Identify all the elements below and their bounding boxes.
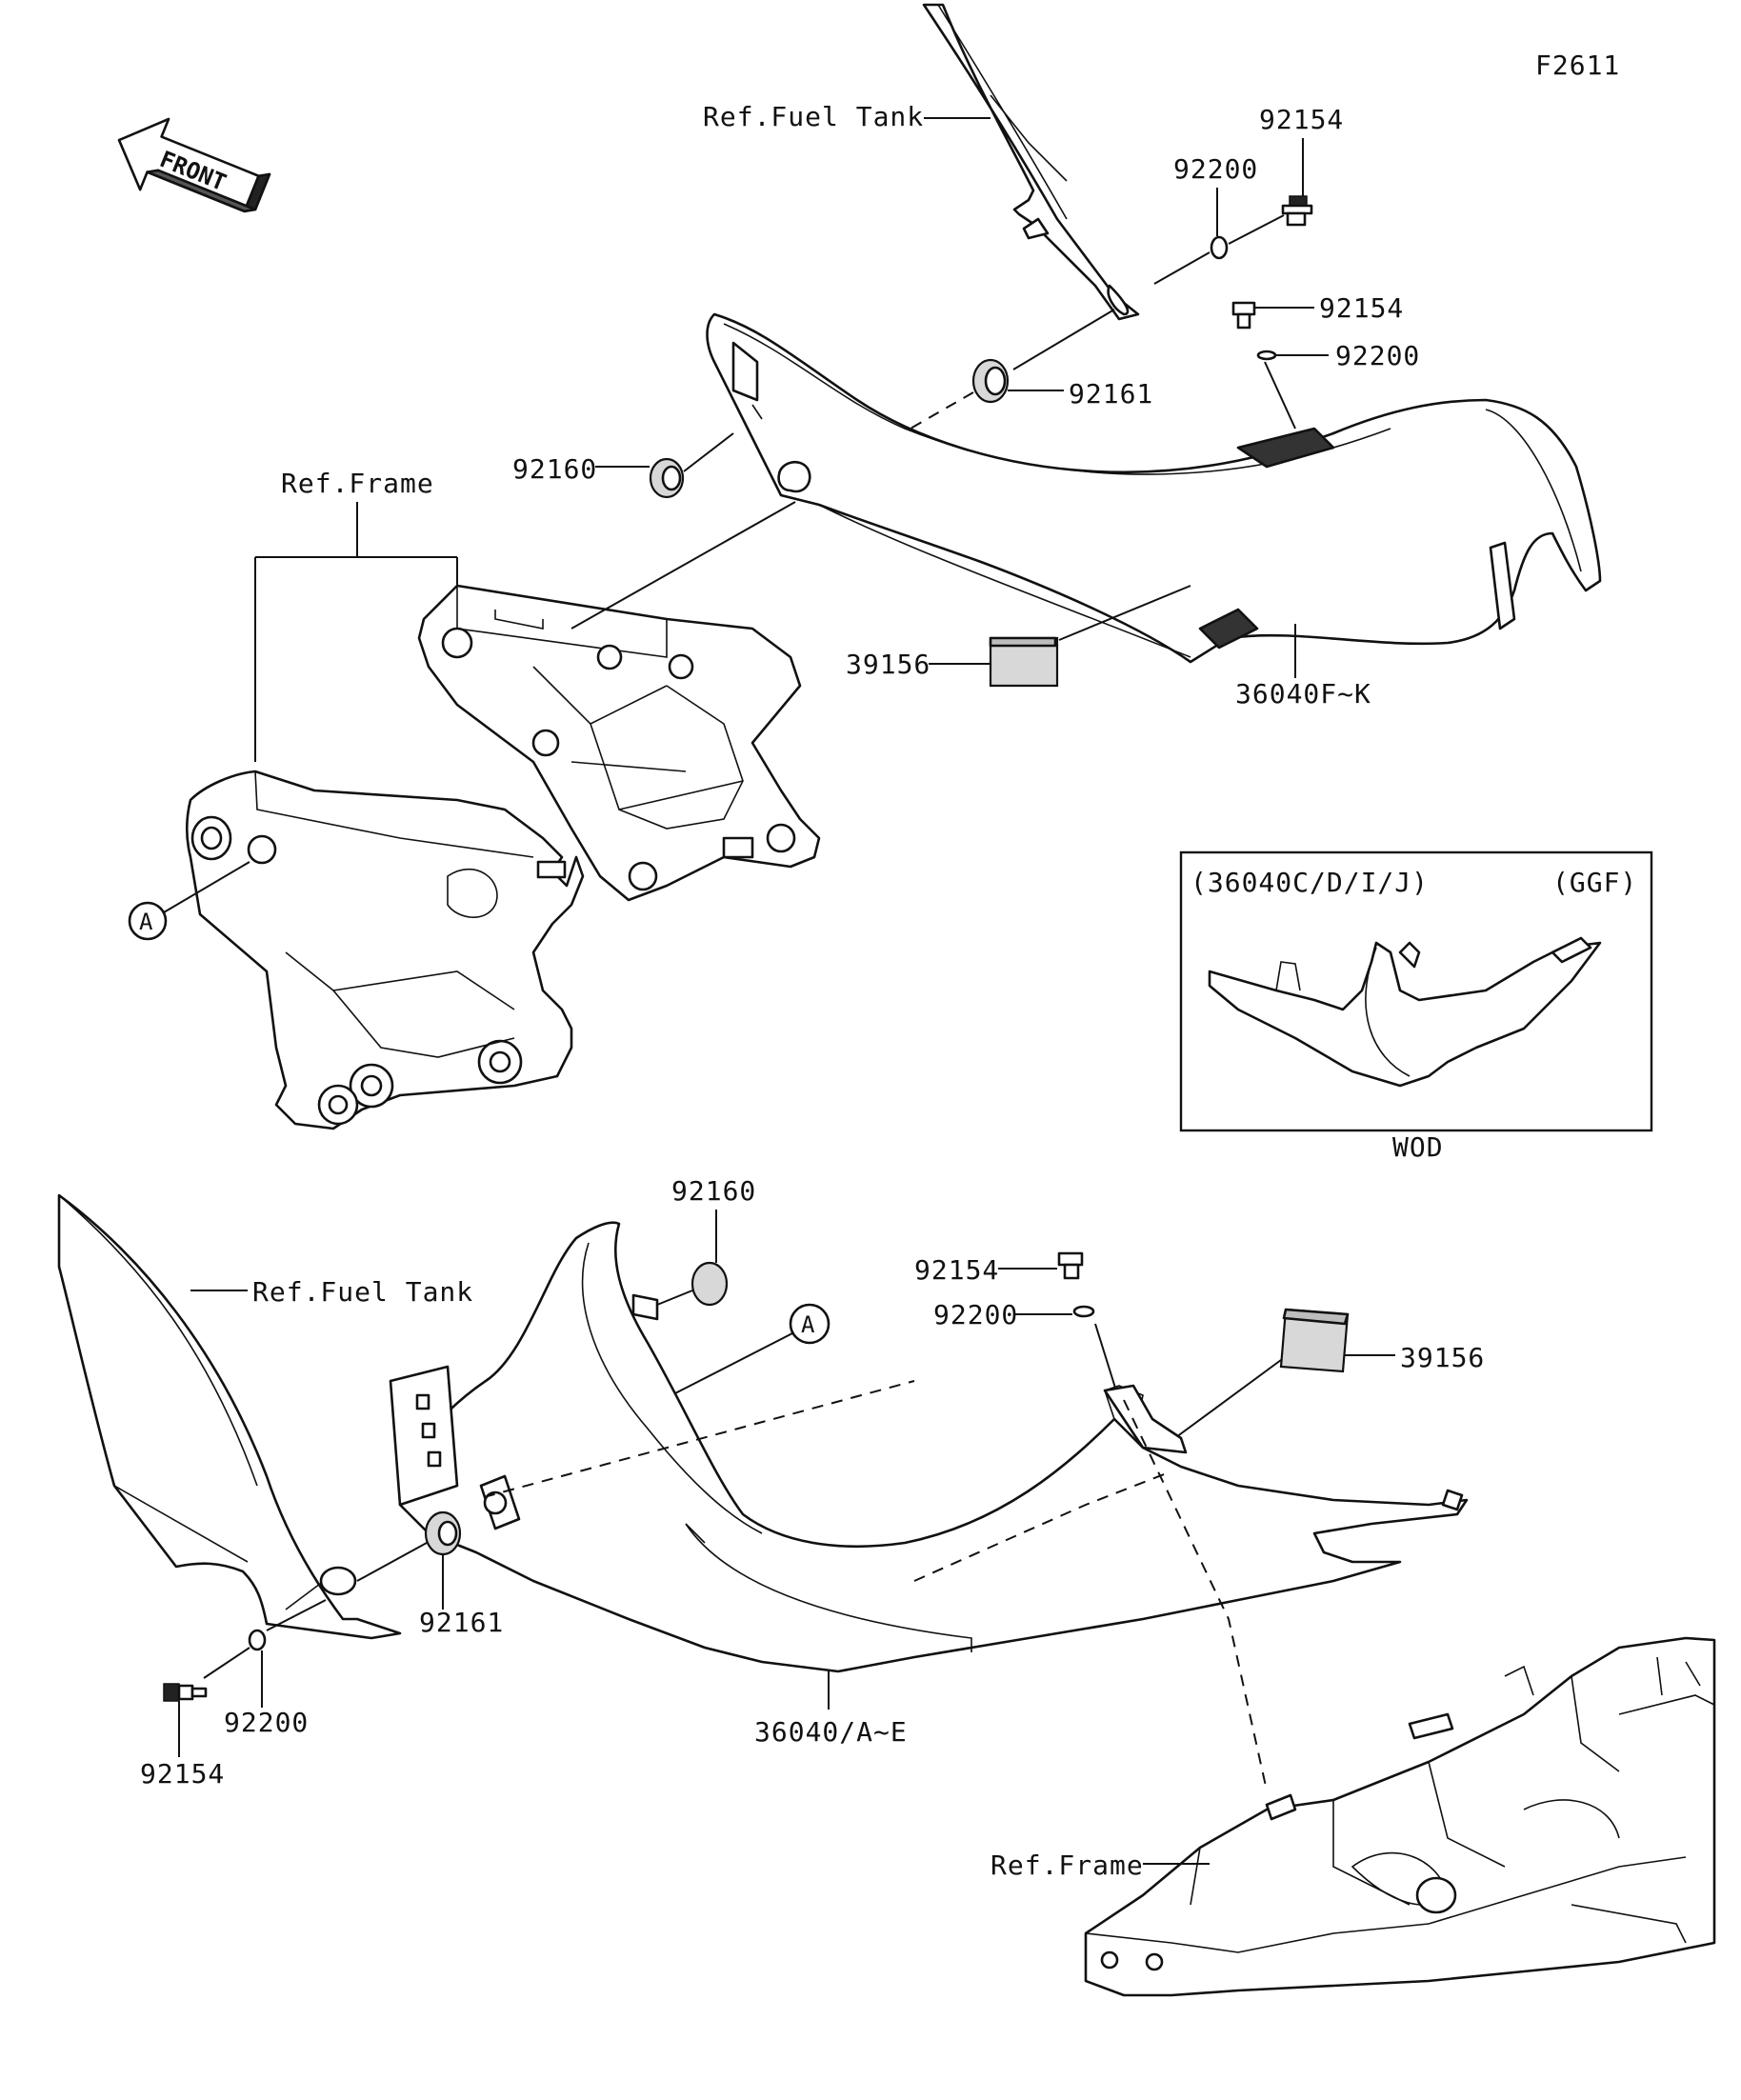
- washer-icon: [1256, 350, 1277, 361]
- grommet-icon: [424, 1510, 462, 1556]
- figure-code: F2611: [1535, 50, 1620, 81]
- inset-title-right: (GGF): [1552, 867, 1637, 898]
- callout-a-bottom: A: [801, 1311, 815, 1338]
- grommet-bottom-label: 92161: [419, 1607, 504, 1638]
- grommet-icon: [971, 358, 1010, 404]
- bolt-icon: [1281, 195, 1313, 227]
- side-cover-lower: [389, 1221, 1469, 1673]
- grommet-icon: [649, 457, 685, 499]
- inset-caption: WOD: [1392, 1131, 1444, 1163]
- washer-bottom-label: 92200: [224, 1707, 309, 1738]
- grommet-left-label: 92160: [512, 453, 597, 485]
- bolt-icon: [163, 1683, 208, 1702]
- washer-icon: [1210, 235, 1229, 260]
- bolt-upper-label: 92154: [1259, 104, 1344, 135]
- washer-icon: [1072, 1305, 1095, 1318]
- washer-right-label: 92200: [1335, 340, 1420, 371]
- washer-icon: [248, 1629, 267, 1651]
- fuel-tank-reference-top: [922, 3, 1140, 321]
- cover-upper-label: 36040F~K: [1235, 678, 1371, 710]
- washer-upper-label: 92200: [1173, 153, 1258, 185]
- grommet-right-label: 92161: [1069, 378, 1153, 410]
- inset-title-left: (36040C/D/I/J): [1191, 867, 1429, 898]
- frame-reference-bottom: [1084, 1636, 1716, 1997]
- pad-upper-label: 39156: [846, 649, 931, 680]
- pad-bottom-label: 39156: [1400, 1342, 1485, 1373]
- callout-a-top: A: [139, 909, 153, 935]
- ref-frame-label-top: Ref.Frame: [281, 468, 434, 499]
- ref-frame-label-bottom: Ref.Frame: [991, 1850, 1144, 1881]
- bolt-icon: [1057, 1251, 1084, 1280]
- washer-top-label: 92200: [933, 1299, 1018, 1330]
- front-direction-arrow-icon: FRONT: [117, 117, 271, 213]
- bolt-top-label: 92154: [914, 1254, 999, 1286]
- bolt-bottom-label: 92154: [140, 1758, 225, 1790]
- fuel-tank-reference-bottom: [57, 1193, 402, 1640]
- side-cover-upper: [706, 312, 1602, 664]
- ref-fuel-tank-label-top: Ref.Fuel Tank: [703, 101, 924, 132]
- callout-a-circle-bottom: [789, 1303, 830, 1345]
- ref-frame-bracket: [254, 502, 458, 762]
- frame-bracket-rear: [417, 584, 821, 902]
- grommet-icon: [690, 1261, 729, 1307]
- bolt-icon: [1231, 301, 1256, 330]
- pad-icon: [989, 636, 1059, 688]
- frame-bracket-front: [185, 770, 585, 1130]
- variant-inset-box: [1179, 850, 1653, 1132]
- grommet-top-label: 92160: [671, 1175, 756, 1207]
- ref-fuel-tank-label-bottom: Ref.Fuel Tank: [252, 1276, 473, 1308]
- pad-icon: [1279, 1308, 1350, 1373]
- side-cover-variant: [1208, 936, 1602, 1088]
- callout-a-circle-top: [128, 901, 168, 941]
- bolt-right-label: 92154: [1319, 292, 1404, 324]
- cover-lower-label: 36040/A~E: [754, 1716, 908, 1748]
